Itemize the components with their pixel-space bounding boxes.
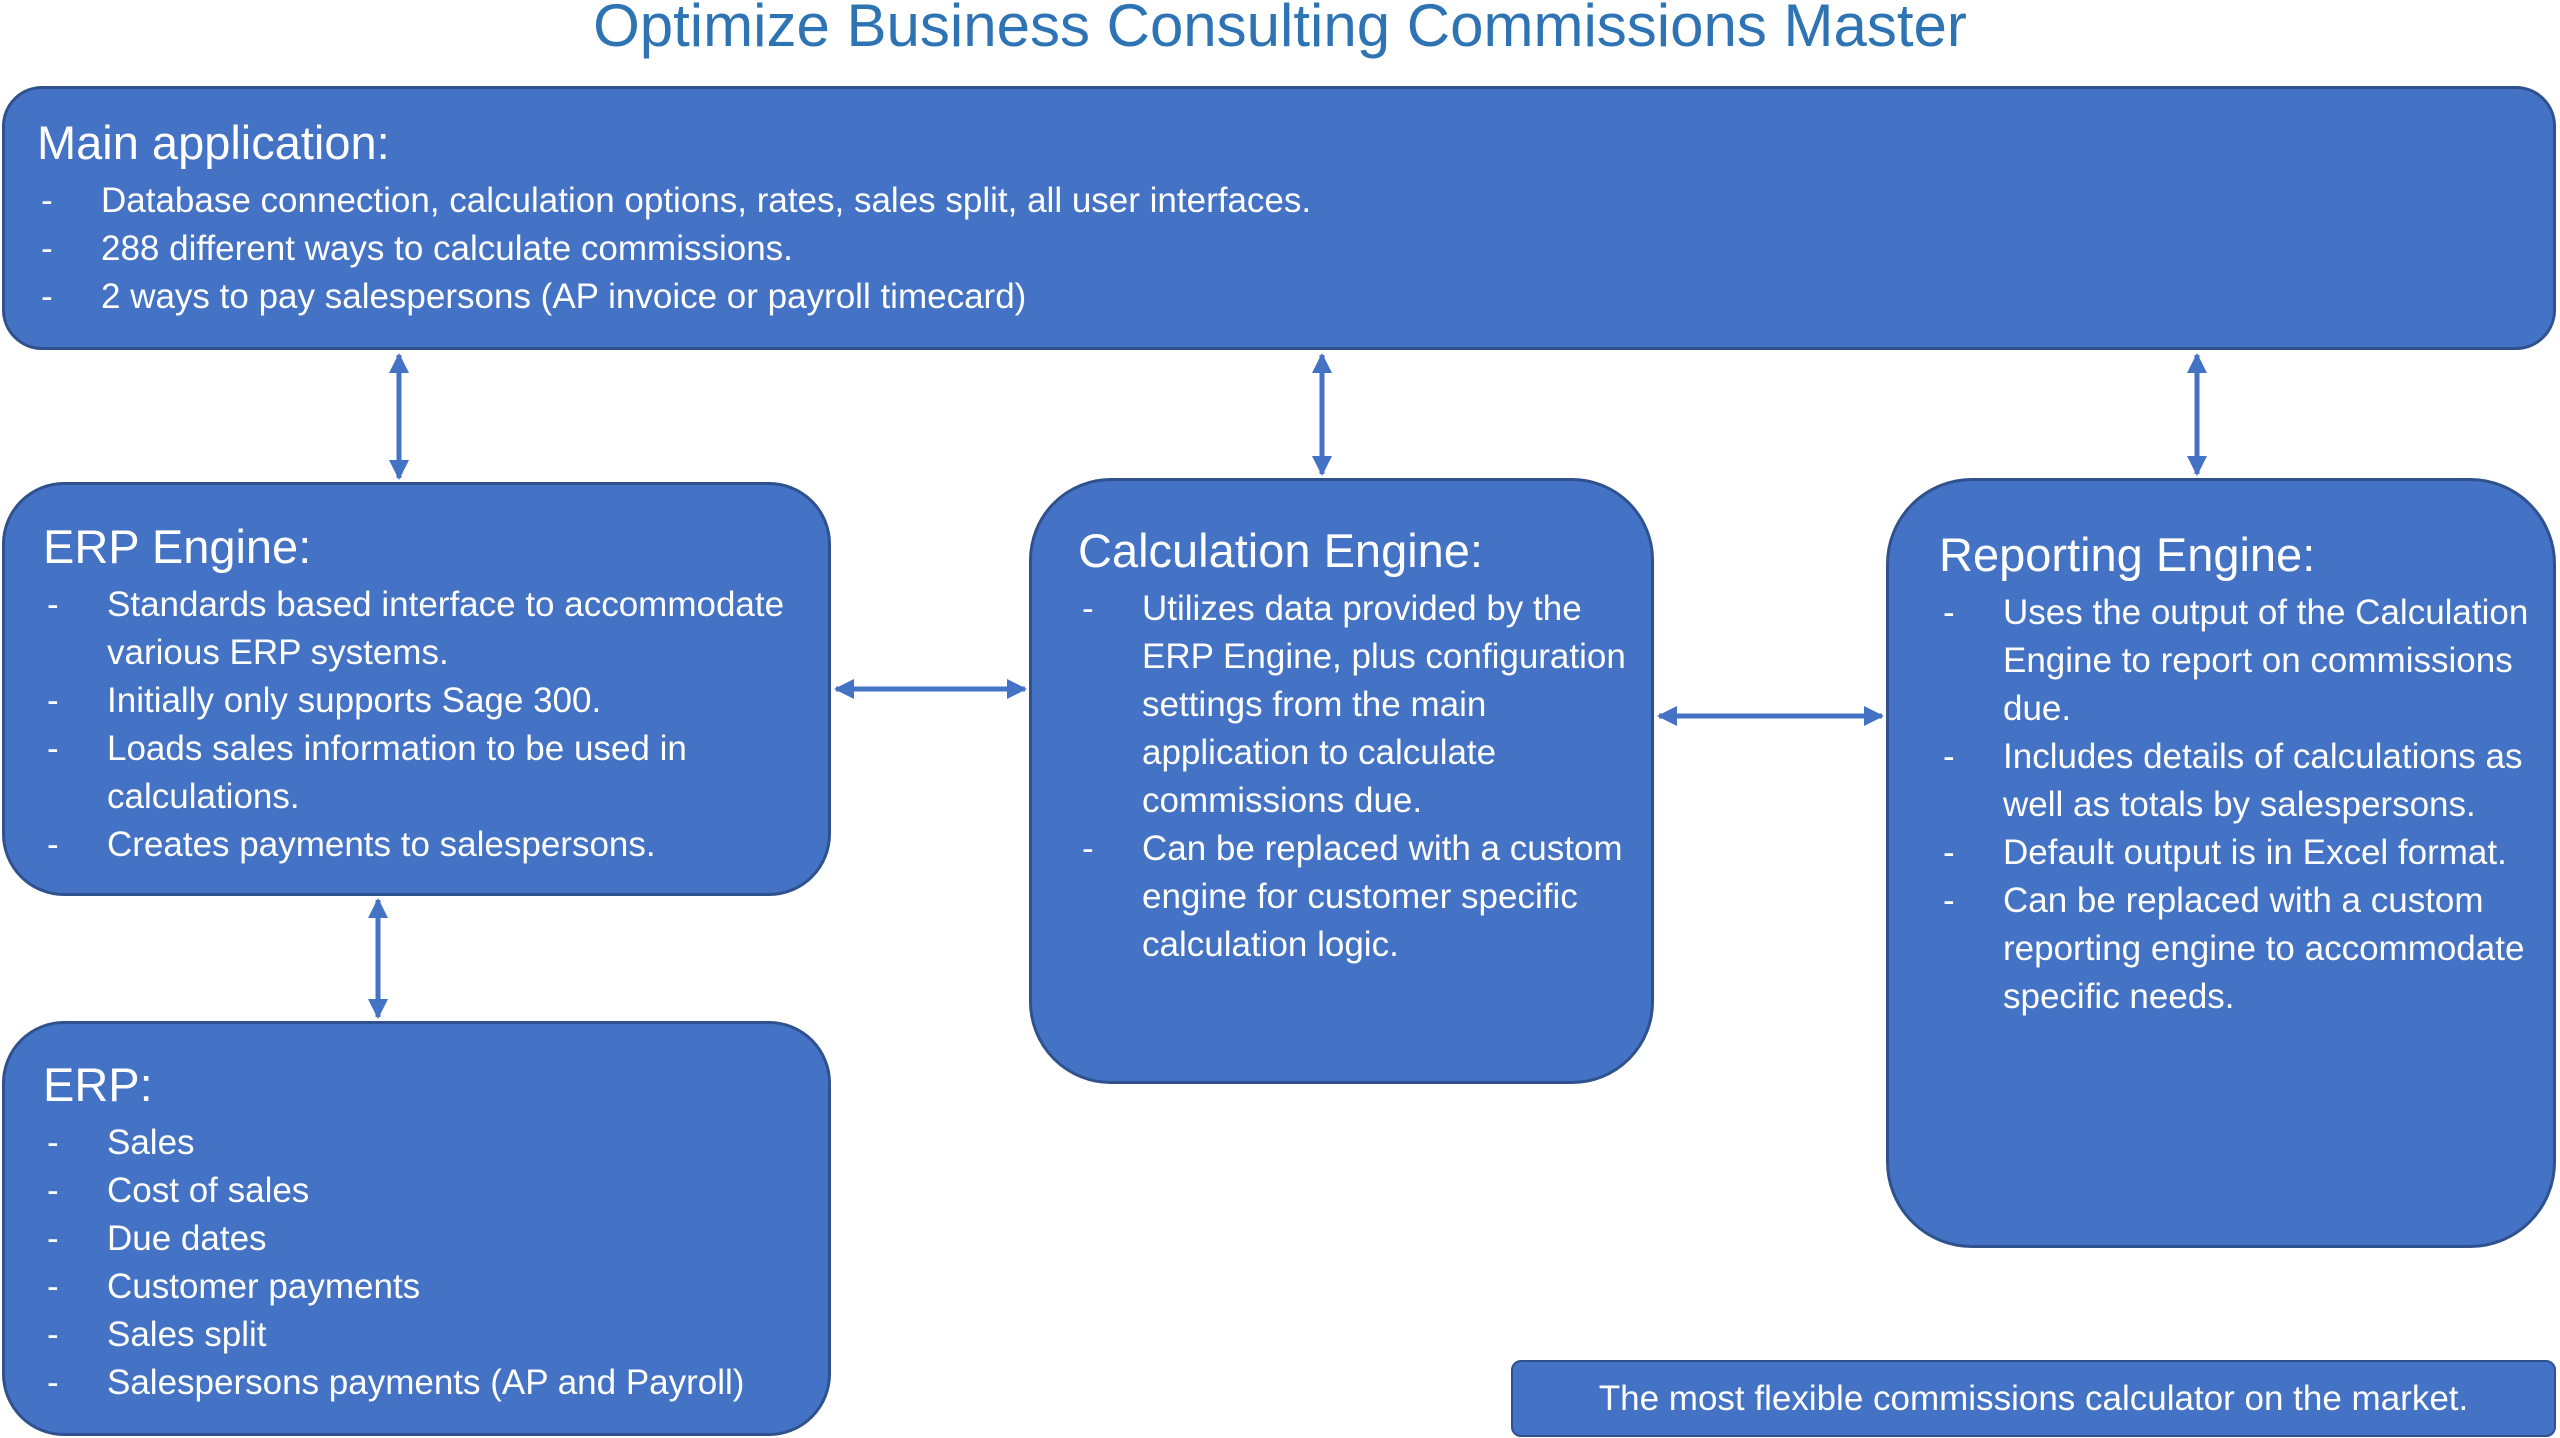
main-application-list: -Database connection, calculation option… [37, 177, 2553, 321]
erp-list: -Sales -Cost of sales -Due dates -Custom… [43, 1119, 808, 1407]
bullet-dash: - [47, 1219, 59, 1258]
bullet-dash: - [47, 729, 59, 768]
erp-heading: ERP: [43, 1058, 153, 1111]
bullet-dash: - [1943, 737, 1955, 776]
reporting-engine-heading: Reporting Engine: [1939, 528, 2316, 581]
bullet-dash: - [1943, 881, 1955, 920]
main-application-item: -2 ways to pay salespersons (AP invoice … [37, 273, 2553, 321]
bullet-dash: - [1943, 593, 1955, 632]
bullet-dash: - [41, 181, 53, 220]
bullet-dash: - [1943, 833, 1955, 872]
calculation-engine-item: -Can be replaced with a custom engine fo… [1078, 825, 1631, 969]
reporting-engine-box: Reporting Engine: -Uses the output of th… [1886, 478, 2556, 1248]
erp-engine-box: ERP Engine: -Standards based interface t… [2, 482, 831, 896]
bullet-dash: - [41, 277, 53, 316]
erp-item: -Customer payments [43, 1263, 808, 1311]
erp-engine-item: -Creates payments to salespersons. [43, 821, 808, 869]
erp-engine-item: -Initially only supports Sage 300. [43, 677, 808, 725]
erp-engine-item: -Loads sales information to be used in c… [43, 725, 808, 821]
tagline-text: The most flexible commissions calculator… [1598, 1378, 2469, 1418]
bullet-dash: - [47, 1363, 59, 1402]
bullet-dash: - [41, 229, 53, 268]
main-application-box: Main application: -Database connection, … [2, 86, 2556, 350]
calculation-engine-heading: Calculation Engine: [1078, 524, 1483, 577]
erp-engine-heading: ERP Engine: [43, 520, 312, 573]
bullet-dash: - [47, 1267, 59, 1306]
calculation-engine-item: -Utilizes data provided by the ERP Engin… [1078, 585, 1631, 825]
main-application-item: -288 different ways to calculate commiss… [37, 225, 2553, 273]
tagline-box: The most flexible commissions calculator… [1511, 1360, 2556, 1437]
bullet-dash: - [47, 1315, 59, 1354]
main-application-item: -Database connection, calculation option… [37, 177, 2553, 225]
erp-engine-item: -Standards based interface to accommodat… [43, 581, 808, 677]
erp-engine-list: -Standards based interface to accommodat… [43, 581, 808, 869]
reporting-engine-list: -Uses the output of the Calculation Engi… [1939, 589, 2533, 1021]
bullet-dash: - [1082, 829, 1094, 868]
diagram-title: Optimize Business Consulting Commissions… [593, 0, 1967, 59]
bullet-dash: - [47, 681, 59, 720]
main-application-heading: Main application: [37, 116, 390, 169]
reporting-engine-item: -Can be replaced with a custom reporting… [1939, 877, 2533, 1021]
erp-item: -Sales split [43, 1311, 808, 1359]
bullet-dash: - [47, 1171, 59, 1210]
reporting-engine-item: -Uses the output of the Calculation Engi… [1939, 589, 2533, 733]
erp-item: -Sales [43, 1119, 808, 1167]
bullet-dash: - [47, 585, 59, 624]
bullet-dash: - [1082, 589, 1094, 628]
erp-item: -Salespersons payments (AP and Payroll) [43, 1359, 808, 1407]
reporting-engine-item: -Default output is in Excel format. [1939, 829, 2533, 877]
calculation-engine-list: -Utilizes data provided by the ERP Engin… [1078, 585, 1631, 969]
erp-item: -Cost of sales [43, 1167, 808, 1215]
reporting-engine-item: -Includes details of calculations as wel… [1939, 733, 2533, 829]
erp-item: -Due dates [43, 1215, 808, 1263]
erp-box: ERP: -Sales -Cost of sales -Due dates -C… [2, 1021, 831, 1436]
bullet-dash: - [47, 825, 59, 864]
bullet-dash: - [47, 1123, 59, 1162]
calculation-engine-box: Calculation Engine: -Utilizes data provi… [1029, 478, 1654, 1084]
